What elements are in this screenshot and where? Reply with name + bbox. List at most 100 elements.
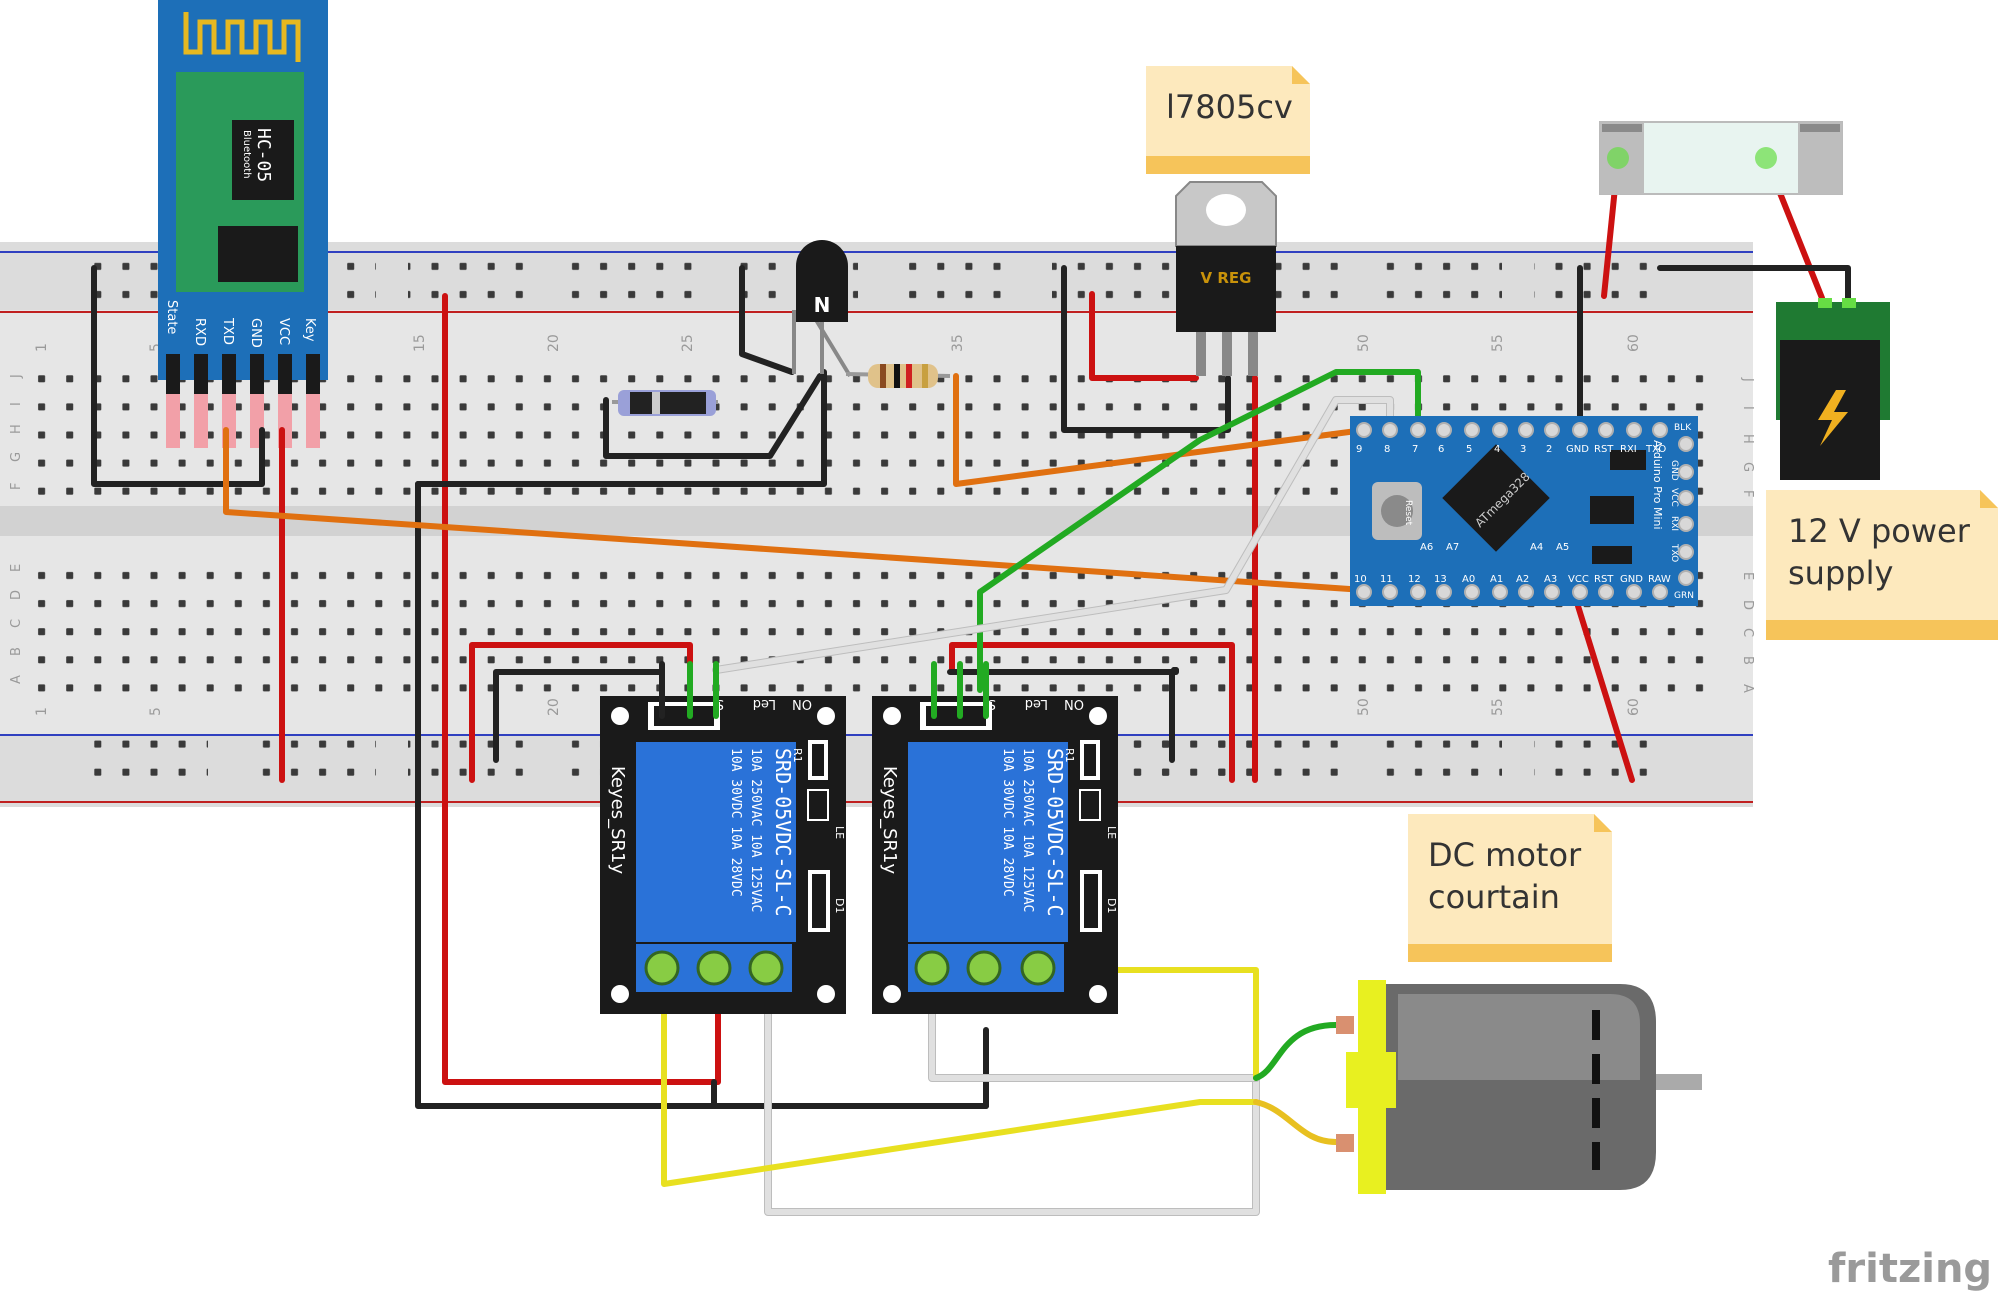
power-note-line1: 12 V power	[1788, 512, 1971, 550]
fuse	[1599, 121, 1843, 195]
col-number: 60	[1626, 698, 1642, 716]
row-letter: G	[9, 452, 24, 462]
pin-label: 12	[1408, 574, 1421, 585]
motor-lead-yellow	[1253, 1099, 1339, 1145]
pin-label: 7	[1412, 444, 1418, 455]
pin-label: State	[164, 300, 179, 334]
small-label: A4	[1530, 542, 1543, 553]
col-number: 50	[1356, 698, 1372, 716]
relay-r1: R1	[1063, 748, 1076, 763]
col-number: 25	[680, 334, 696, 352]
transistor-marking: N	[814, 293, 831, 317]
regulator-marking: V REG	[1201, 269, 1252, 287]
pin-label: Key	[302, 318, 317, 342]
pin-label: 11	[1380, 574, 1393, 585]
motor-note-line2: courtain	[1428, 878, 1560, 916]
regulator-note: l7805cv	[1146, 66, 1310, 174]
row-letter: B	[1740, 656, 1755, 665]
relay-rating-2: 10A 30VDC 10A 28VDC	[728, 748, 743, 897]
small-label: A5	[1556, 542, 1569, 553]
relay-header-labels: S Led ON	[716, 696, 812, 711]
small-label: A6	[1420, 542, 1433, 553]
row-letter: J	[9, 374, 24, 379]
pin-label: A0	[1462, 574, 1475, 585]
pin-label: 10	[1354, 574, 1367, 585]
row-letter: I	[1740, 406, 1755, 410]
relay-brand: Keyes_SR1y	[879, 766, 900, 874]
pin-label: GND	[1566, 444, 1589, 455]
row-letter: H	[1740, 434, 1755, 444]
voltage-regulator: V REG	[1175, 181, 1277, 376]
relay-rating-1: 10A 250VAC 10A 125VAC	[1020, 748, 1035, 912]
hc05-bluetooth-module: HC-05 Bluetooth State RXD TXD GND VCC Ke…	[158, 0, 328, 448]
row-letter: F	[1740, 490, 1755, 497]
dc-motor	[1336, 980, 1702, 1194]
col-number: 15	[412, 334, 428, 352]
arduino-small-labels: A6 A7 A4 A5	[1420, 542, 1569, 553]
row-letter: G	[1740, 462, 1755, 472]
pin-label: VCC	[1669, 488, 1679, 507]
arduino-pro-mini: ATmega328 Arduino Pro Mini Reset A6 A7 A…	[1350, 416, 1698, 606]
motor-lead-green	[1253, 1022, 1339, 1081]
col-number: 1	[34, 707, 50, 716]
pin-label: 2	[1546, 444, 1552, 455]
col-number: 5	[148, 343, 164, 352]
pin-label: RXI	[1620, 444, 1637, 455]
relay-pin-label: Led	[1025, 696, 1048, 711]
pin-label: BLK	[1674, 423, 1692, 433]
row-letter: A	[9, 675, 24, 684]
relay-module-2: Keyes_SR1y SRD-05VDC-SL-C 10A 250VAC 10A…	[872, 696, 1118, 1014]
pin-label: 9	[1356, 444, 1362, 455]
module-pins	[166, 354, 320, 448]
resistor	[845, 364, 951, 388]
relay-model: SRD-05VDC-SL-C	[771, 748, 795, 917]
row-letter: I	[9, 402, 24, 406]
arduino-reset-label: Reset	[1403, 500, 1413, 526]
power-note-line2: supply	[1788, 554, 1893, 592]
power-supply-note: 12 V power supply	[1766, 490, 1998, 640]
col-number: 35	[950, 334, 966, 352]
module-pin-labels: State RXD TXD GND VCC Key	[164, 300, 317, 348]
relay-d1: D1	[1105, 898, 1118, 913]
relay-d1: D1	[833, 898, 846, 913]
diode	[612, 390, 718, 416]
pin-label: VCC	[1568, 574, 1589, 585]
pin-label: 13	[1434, 574, 1447, 585]
pin-label: GND	[1620, 574, 1643, 585]
module-sub: Bluetooth	[241, 130, 252, 179]
arduino-pin-pads	[1356, 422, 1694, 600]
col-number: 20	[546, 698, 562, 716]
col-number: 50	[1356, 334, 1372, 352]
col-number: 5	[148, 707, 164, 716]
row-letter: E	[1740, 572, 1755, 580]
relay-rating-2: 10A 30VDC 10A 28VDC	[1000, 748, 1015, 897]
relay-model: SRD-05VDC-SL-C	[1043, 748, 1067, 917]
relay-brand: Keyes_SR1y	[607, 766, 628, 874]
relay-pin-label: S	[988, 696, 996, 711]
row-letter: H	[9, 424, 24, 434]
relay-pin-label: ON	[792, 696, 812, 711]
arduino-top-pin-labels: 9 8 7 6 5 4 3 2 GND RST RXI TXO	[1356, 444, 1666, 455]
relay-pin-label: S	[716, 696, 724, 711]
pin-label: RXD	[192, 318, 207, 346]
pin-label: RST	[1594, 444, 1614, 455]
col-number: 1	[34, 343, 50, 352]
arduino-side-text: Arduino Pro Mini	[1651, 440, 1664, 530]
relay-module-1: Keyes_SR1y SRD-05VDC-SL-C 10A 250VAC 10A…	[600, 696, 846, 1014]
wires-green	[977, 369, 1421, 693]
motor-note: DC motor courtain	[1408, 814, 1612, 962]
pin-label: 5	[1466, 444, 1472, 455]
npn-transistor: N	[792, 240, 852, 378]
col-number: 55	[1490, 698, 1506, 716]
module-name: HC-05	[253, 128, 274, 182]
pin-label: 4	[1494, 444, 1500, 455]
pin-label: RAW	[1648, 574, 1671, 585]
pin-label: 3	[1520, 444, 1526, 455]
row-letters: J I H G F E D C B A J I H G F E D C B A	[9, 374, 1755, 693]
pin-label: A1	[1490, 574, 1503, 585]
relay-pin-label: Led	[753, 696, 776, 711]
row-letter: C	[1740, 628, 1755, 637]
arduino-bottom-pin-labels: 10 11 12 13 A0 A1 A2 A3 VCC RST GND RAW	[1354, 574, 1671, 585]
motor-note-line1: DC motor	[1428, 836, 1582, 874]
relay-header-wires	[659, 661, 989, 719]
